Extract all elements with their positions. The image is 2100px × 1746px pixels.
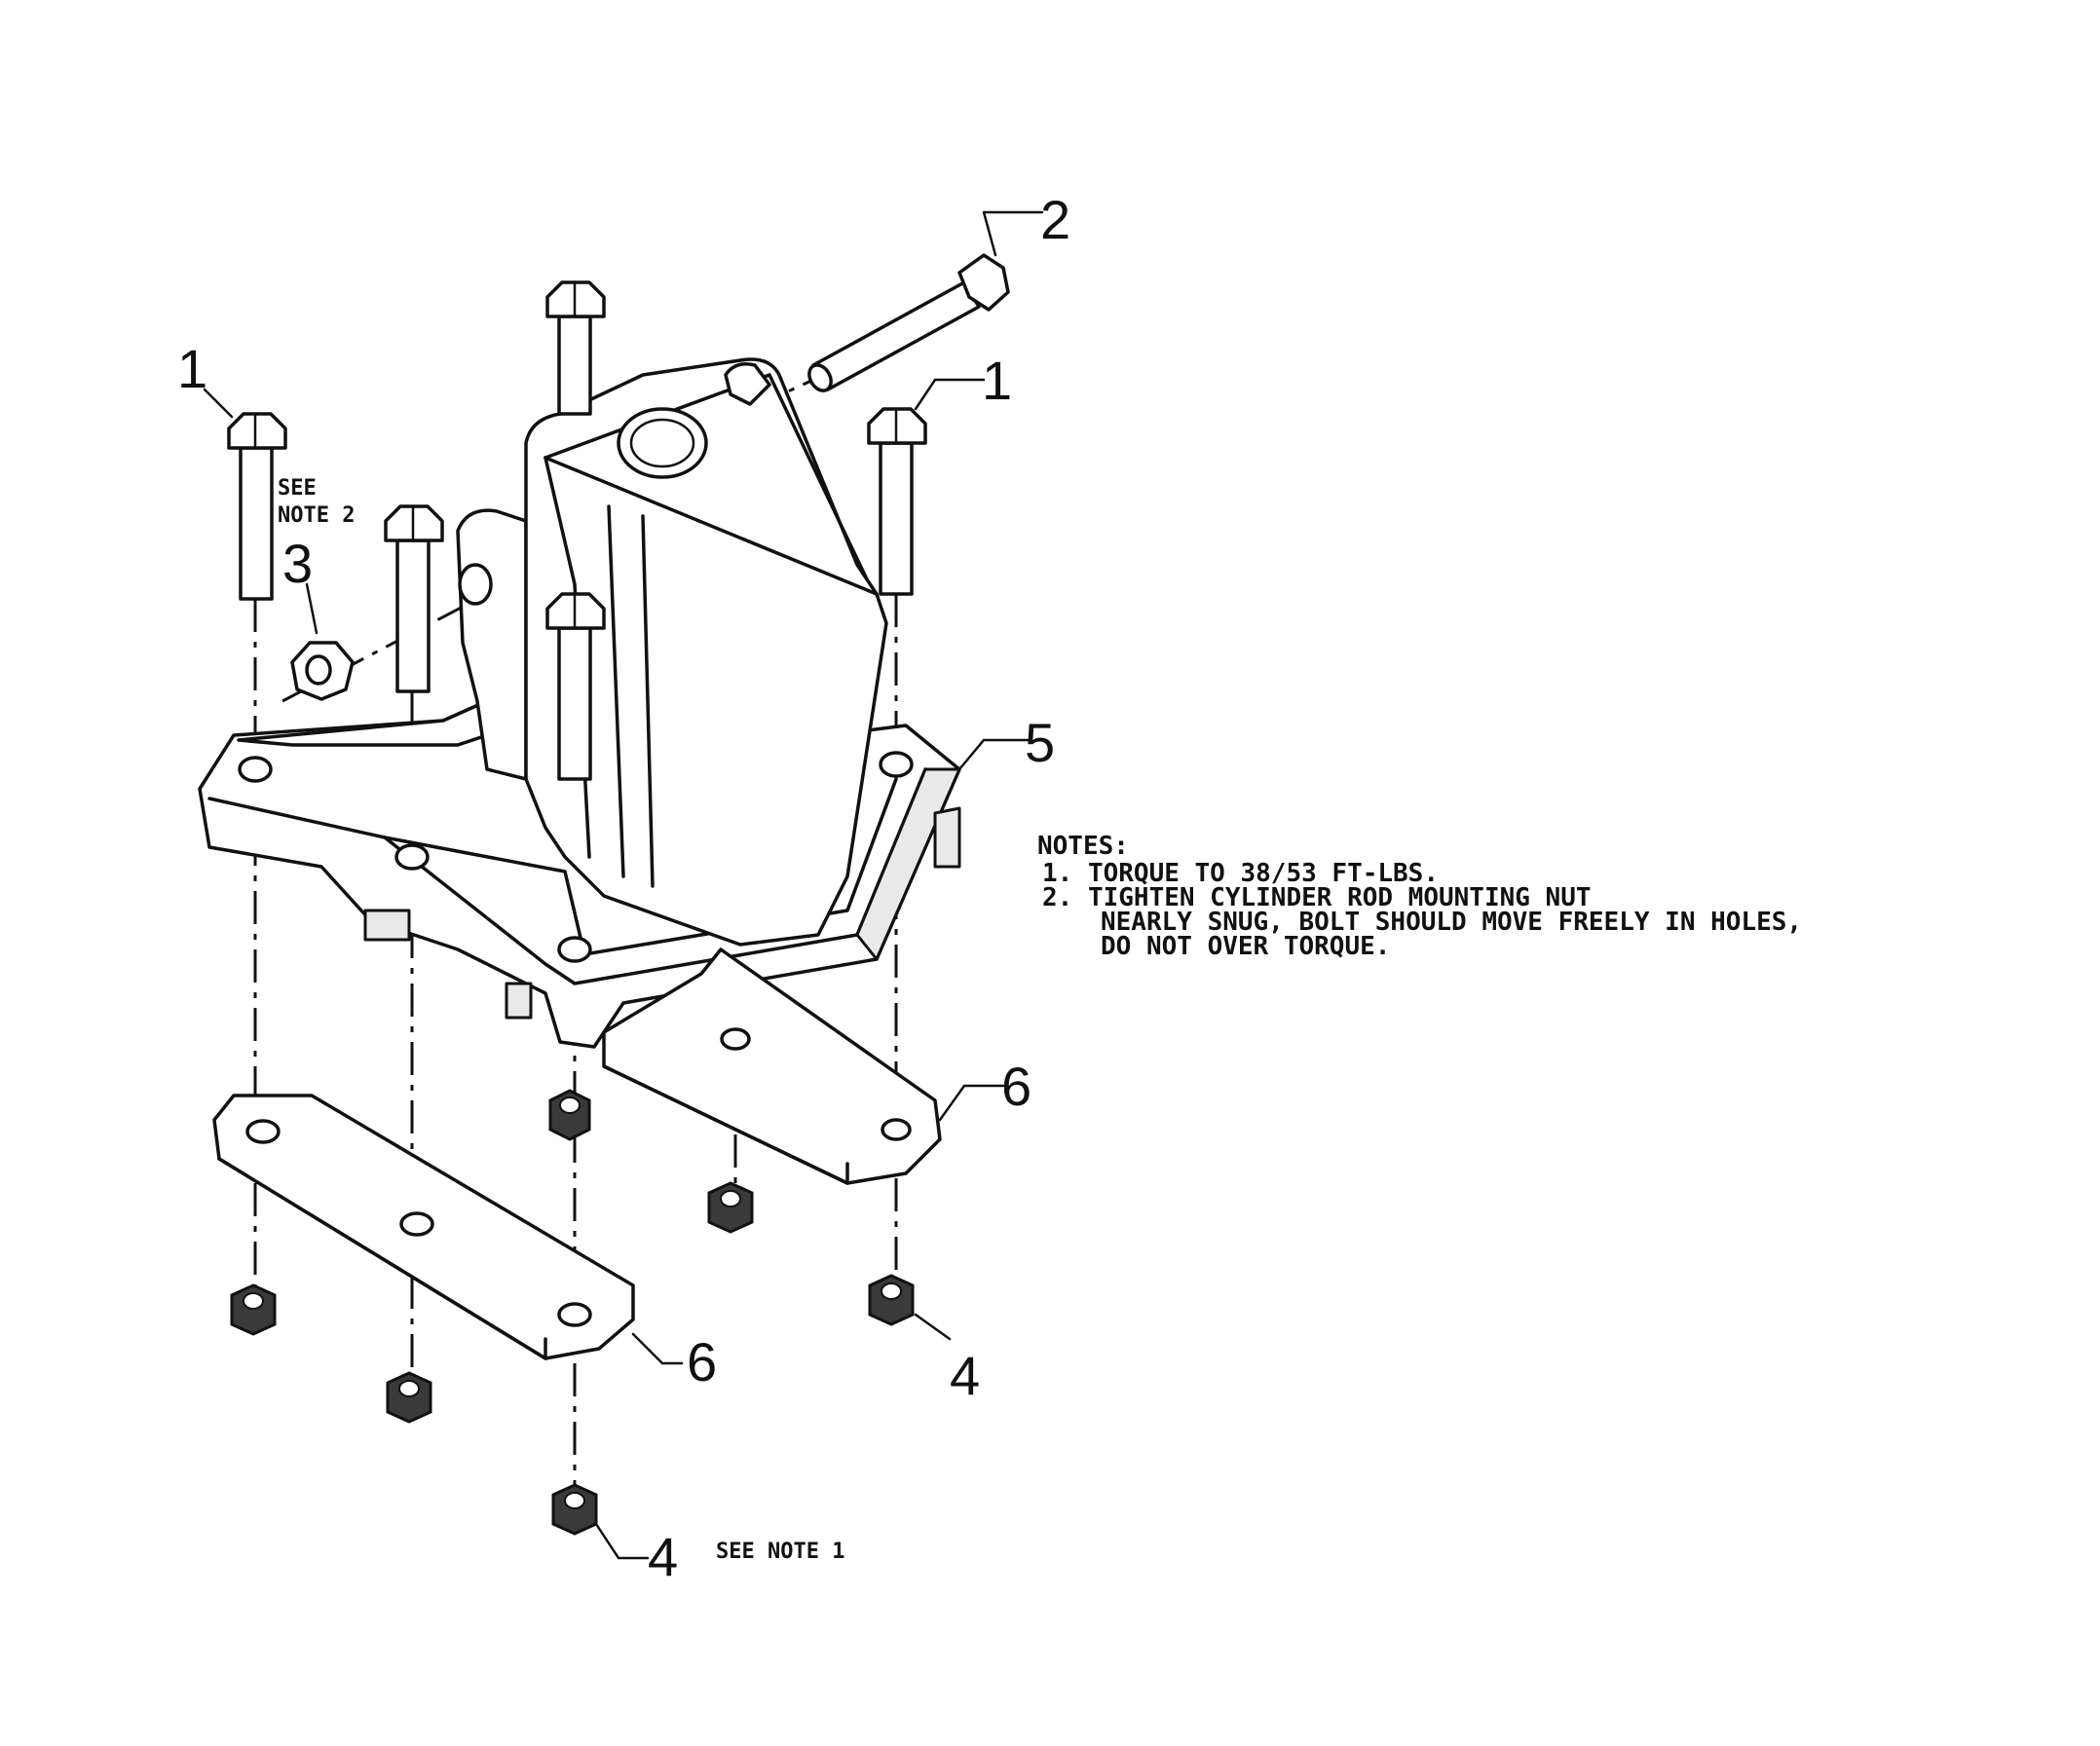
bolt-center-front [545, 592, 606, 781]
plate-left [212, 1094, 635, 1360]
callout-1-left: 1 [177, 338, 207, 399]
notes-block: NOTES: 1. TORQUE TO 38/53 FT-LBS. 2. TIG… [1037, 832, 1802, 961]
nut-mid-right [707, 1181, 754, 1234]
note-2-cont-2: DO NOT OVER TORQUE. [1101, 932, 1390, 961]
bolt-left-mid [384, 504, 444, 693]
pin-bolt [724, 253, 1010, 406]
see-note-2-line1: SEE [278, 476, 317, 501]
callout-3: 3 [282, 533, 313, 594]
mount-base-weldment [198, 357, 961, 1049]
callout-6-right: 6 [1001, 1056, 1031, 1117]
cylinder-rod-nut [290, 641, 355, 701]
callout-2: 2 [1040, 189, 1070, 250]
bolt-right-rear [867, 407, 927, 596]
notes-header: NOTES: [1037, 832, 1129, 861]
callout-1-right: 1 [982, 350, 1012, 411]
nut-right [868, 1274, 915, 1326]
plate-right [602, 947, 942, 1185]
nut-lower-mid [386, 1371, 432, 1424]
nut-upper-center [548, 1089, 591, 1141]
callout-5: 5 [1025, 712, 1055, 773]
nut-left [230, 1283, 277, 1336]
nut-bottom [551, 1483, 598, 1536]
bolt-center-rear [545, 280, 606, 416]
nuts [230, 1089, 915, 1536]
note-2-cont-1: NEARLY SNUG, BOLT SHOULD MOVE FREELY IN … [1101, 908, 1802, 937]
callout-4-bottom: 4 [648, 1526, 678, 1587]
note-2: 2. TIGHTEN CYLINDER ROD MOUNTING NUT [1042, 883, 1592, 912]
bolt-left-rear [227, 412, 287, 601]
see-note-2-line2: NOTE 2 [278, 503, 355, 528]
see-note-1: SEE NOTE 1 [716, 1540, 844, 1564]
callout-6-left: 6 [687, 1331, 717, 1393]
leader-lines [203, 210, 1044, 1560]
note-1: 1. TORQUE TO 38/53 FT-LBS. [1042, 859, 1439, 888]
callout-4-right: 4 [950, 1345, 980, 1406]
